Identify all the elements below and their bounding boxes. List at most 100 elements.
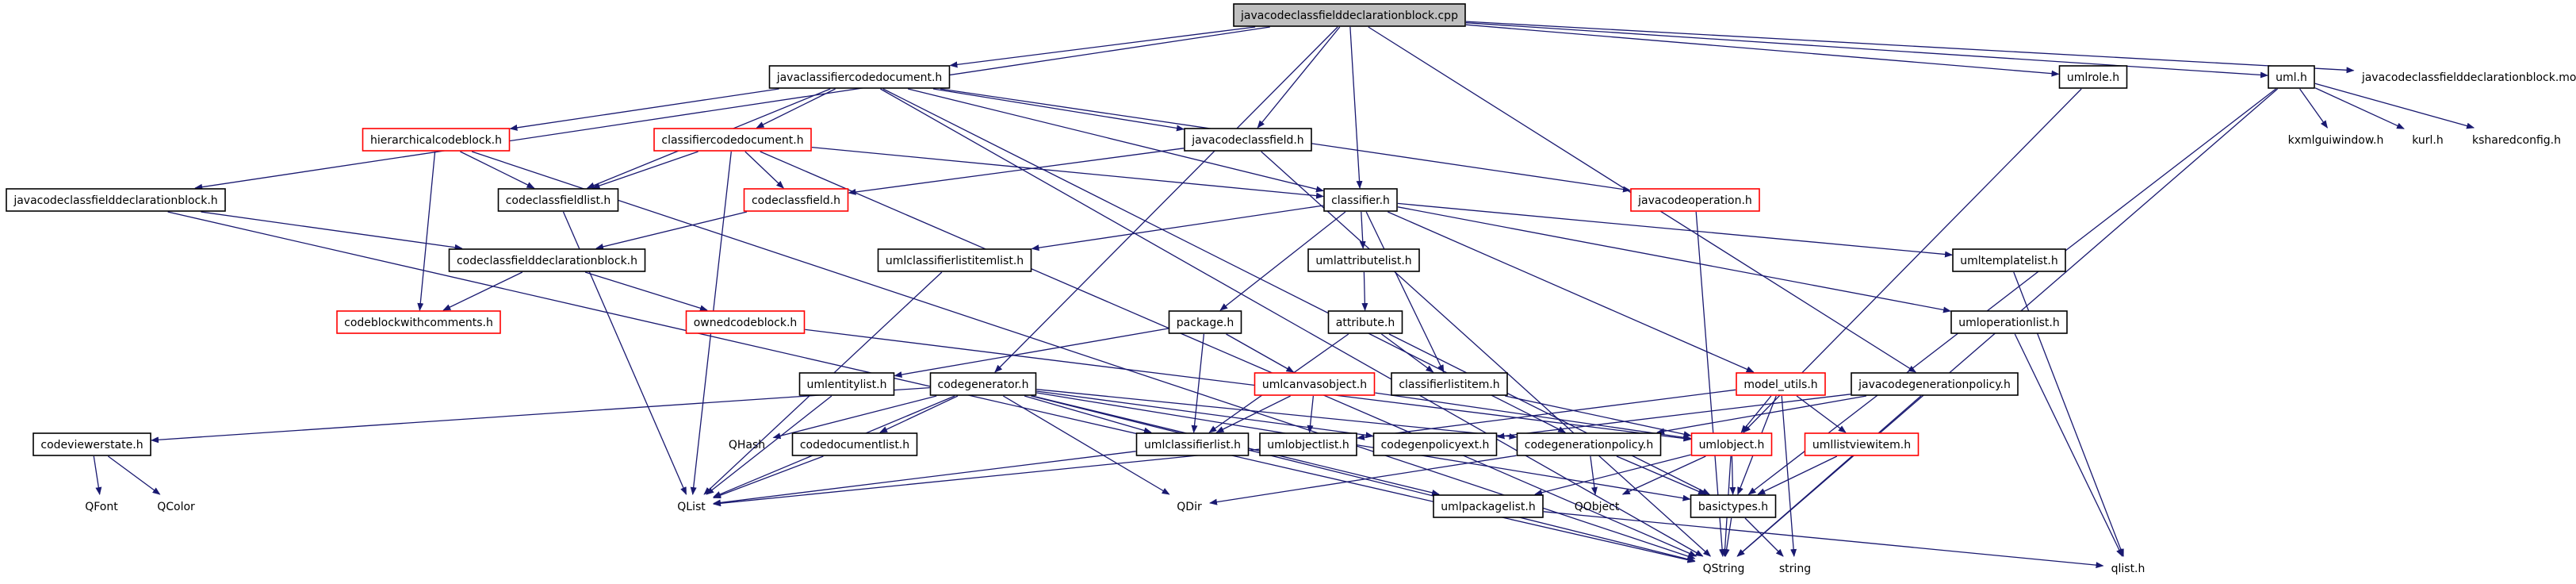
node-qdir[interactable]: QDir — [1169, 495, 1209, 517]
node-label: QDir — [1177, 501, 1202, 513]
node-kurl[interactable]: kurl.h — [2405, 129, 2451, 151]
node-box — [1372, 432, 1498, 456]
node-ual[interactable]: umlattributelist.h — [1307, 248, 1420, 272]
node-cgp[interactable]: codegenerationpolicy.h — [1516, 432, 1662, 456]
edge-ccf-to-ccfdb — [595, 211, 748, 250]
node-qstring[interactable]: QString — [1696, 557, 1752, 579]
edge-uel-to-qlist — [706, 395, 833, 495]
edge-codegen-to-ucl — [1024, 395, 1152, 434]
node-utl[interactable]: umltemplatelist.h — [1952, 248, 2066, 272]
node-ocb[interactable]: ownedcodeblock.h — [685, 310, 806, 334]
node-ccfdb[interactable]: codeclassfielddeclarationblock.h — [448, 248, 646, 272]
node-root[interactable]: javacodeclassfielddeclarationblock.cpp — [1233, 3, 1466, 27]
node-box — [497, 188, 619, 212]
edge-ccd-to-qstring — [760, 151, 1698, 557]
node-umlrole[interactable]: umlrole.h — [2058, 65, 2128, 89]
node-umlh[interactable]: uml.h — [2268, 65, 2315, 89]
edge-jcgp-to-cgpe — [1496, 394, 1851, 440]
node-box — [6, 188, 226, 212]
node-qobject[interactable]: QObject — [1567, 495, 1627, 517]
edge-hcb-to-cfl — [460, 151, 535, 189]
node-kshared[interactable]: ksharedconfig.h — [2465, 129, 2568, 151]
node-attribute[interactable]: attribute.h — [1327, 310, 1403, 334]
node-cdl[interactable]: codedocumentlist.h — [791, 432, 918, 456]
node-label: string — [1779, 563, 1811, 575]
node-cli[interactable]: classifierlistitem.h — [1391, 372, 1508, 396]
node-uel[interactable]: umlentitylist.h — [798, 372, 895, 396]
node-box — [743, 188, 849, 212]
node-ucli[interactable]: umlclassifierlistitemlist.h — [877, 248, 1032, 272]
node-box — [2268, 65, 2315, 89]
node-label: model_utils.h — [1743, 378, 1817, 391]
node-label: javacodeclassfield.h — [1191, 134, 1303, 147]
node-codegen[interactable]: codegenerator.h — [929, 372, 1037, 396]
edge-ccd-to-classifier — [811, 146, 1324, 199]
node-label: codegenpolicyext.h — [1381, 439, 1490, 451]
node-ccf[interactable]: codeclassfield.h — [743, 188, 849, 212]
edge-root-to-jcf — [1257, 26, 1341, 129]
node-cgpe[interactable]: codegenpolicyext.h — [1372, 432, 1498, 456]
edge-root-to-moc — [1465, 21, 2355, 74]
node-jcfdbh[interactable]: javacodeclassfielddeclarationblock.h — [6, 188, 226, 212]
node-upl[interactable]: umlpackagelist.h — [1433, 494, 1544, 518]
node-label: hierarchicalcodeblock.h — [370, 134, 502, 147]
node-qlisth[interactable]: qlist.h — [2104, 557, 2153, 579]
node-label: codedocumentlist.h — [800, 439, 909, 451]
edge-jccd-to-jcf — [932, 88, 1185, 132]
node-box — [1254, 372, 1376, 396]
edge-package-to-uco — [1226, 333, 1295, 373]
node-uobjl[interactable]: umlobjectlist.h — [1259, 432, 1357, 456]
node-label: codeblockwithcomments.h — [344, 317, 493, 329]
node-label: codegenerationpolicy.h — [1525, 439, 1653, 451]
node-qlist[interactable]: QList — [670, 495, 713, 517]
node-label: attribute.h — [1336, 317, 1395, 329]
node-label: ownedcodeblock.h — [694, 317, 798, 329]
node-jccd[interactable]: javaclassifiercodedocument.h — [768, 65, 951, 89]
node-label: javacodeclassfielddeclarationblock.moc — [2361, 71, 2576, 84]
node-cbwc[interactable]: codeblockwithcomments.h — [336, 310, 501, 334]
node-label: classifiercodedocument.h — [661, 134, 803, 147]
node-jcgp[interactable]: javacodegenerationpolicy.h — [1851, 372, 2019, 396]
node-qhash[interactable]: QHash — [722, 433, 773, 455]
node-ccd[interactable]: classifiercodedocument.h — [653, 128, 812, 152]
node-label: umlpackagelist.h — [1441, 501, 1535, 513]
edge-ulvi-to-basictypes — [1757, 455, 1838, 495]
node-moc[interactable]: javacodeclassfielddeclarationblock.moc — [2355, 66, 2576, 88]
node-box — [1391, 372, 1508, 396]
node-qcolor[interactable]: QColor — [150, 495, 202, 517]
edge-codegen-to-cdl — [879, 395, 959, 433]
node-box — [1804, 432, 1920, 456]
node-mu[interactable]: model_utils.h — [1736, 372, 1826, 396]
edge-attribute-to-cli — [1381, 333, 1434, 373]
node-string[interactable]: string — [1772, 557, 1819, 579]
node-jco[interactable]: javacodeoperation.h — [1630, 188, 1760, 212]
node-box — [653, 128, 812, 152]
node-package[interactable]: package.h — [1168, 310, 1242, 334]
node-hcb[interactable]: hierarchicalcodeblock.h — [362, 128, 511, 152]
node-ulvi[interactable]: umllistviewitem.h — [1804, 432, 1920, 456]
node-classifier[interactable]: classifier.h — [1323, 188, 1398, 212]
node-label: QObject — [1575, 501, 1620, 513]
node-box — [1184, 128, 1312, 152]
node-box — [1307, 248, 1420, 272]
edge-umlobject-to-qobject — [1621, 455, 1706, 495]
node-basictypes[interactable]: basictypes.h — [1690, 494, 1777, 518]
node-label: QFont — [85, 501, 118, 513]
node-box — [1630, 188, 1760, 212]
node-box — [685, 310, 806, 334]
node-uol[interactable]: umloperationlist.h — [1950, 310, 2068, 334]
node-cfl[interactable]: codeclassfieldlist.h — [497, 188, 619, 212]
node-jcf[interactable]: javacodeclassfield.h — [1184, 128, 1312, 152]
node-label: javaclassifiercodedocument.h — [776, 71, 943, 84]
edge-jccd-to-qstring — [880, 88, 1704, 557]
node-box — [1168, 310, 1242, 334]
node-uco[interactable]: umlcanvasobject.h — [1254, 372, 1376, 396]
node-label: classifierlistitem.h — [1399, 378, 1499, 391]
node-qfont[interactable]: QFont — [78, 495, 125, 517]
node-kxml[interactable]: kxmlguiwindow.h — [2281, 129, 2391, 151]
edge-classifier-to-ual — [1359, 211, 1366, 249]
node-umlobject[interactable]: umlobject.h — [1690, 432, 1773, 456]
node-ucl[interactable]: umlclassifierlist.h — [1135, 432, 1250, 456]
node-cvs[interactable]: codeviewerstate.h — [33, 432, 151, 456]
